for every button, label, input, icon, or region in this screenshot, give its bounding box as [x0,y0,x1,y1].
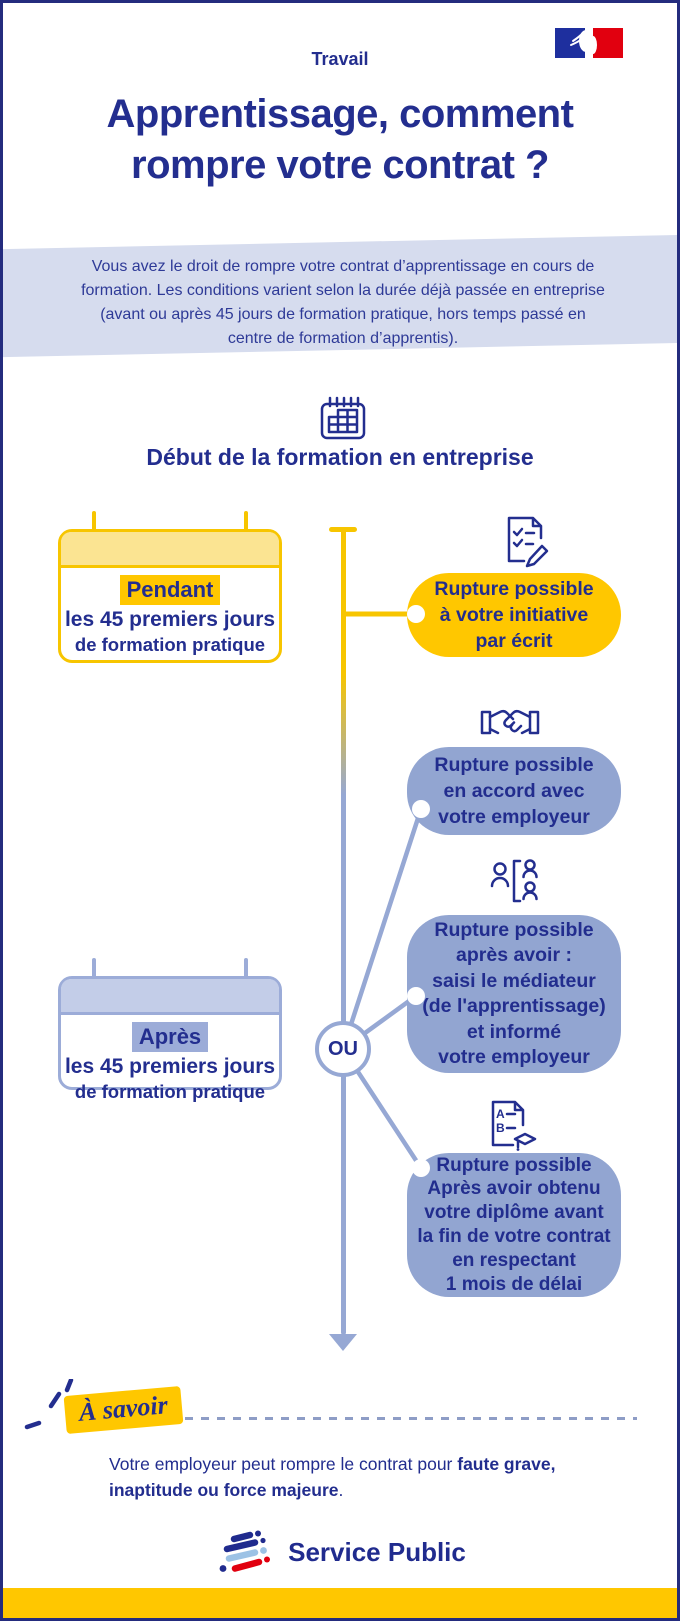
card-header [61,979,279,1015]
checklist-pen-icon [507,516,549,568]
bubble-text-line: votre diplôme avant [424,1202,604,1224]
bubble-text-line: après avoir : [456,944,572,966]
bubble-text-line: (de l'apprentissage) [422,995,606,1017]
service-public-logo: Service Public [3,1523,677,1581]
connector-dot [412,800,430,818]
bubble-text-line: par écrit [475,630,553,652]
bubble-text-line: à votre initiative [439,604,589,626]
card-header [61,532,279,568]
card-highlight: Après [131,1022,209,1052]
dashed-divider [185,1417,637,1420]
mediator-icon [490,859,538,903]
service-public-icon [219,1530,271,1572]
card-text-line: de formation pratique [74,1081,266,1102]
diploma-icon: A B [491,1100,537,1151]
page-title: Apprentissage, comment rompre votre cont… [3,89,677,191]
france-flag-logo [555,28,623,58]
section-title: Début de la formation en entreprise [146,444,534,470]
timeline-line [341,529,346,1335]
bubble-text-line: Rupture possible [434,918,594,941]
card-text-line: les 45 premiers jours [64,1055,276,1078]
bubble-text-line: la fin de votre contrat [417,1226,611,1247]
bubble-text-line: en respectant [452,1249,576,1271]
note-text-normal: . [338,1480,344,1500]
connector-dot [407,987,425,1005]
note-text-bold: inaptitude ou force majeure [109,1480,339,1500]
connector-dot [412,1159,430,1177]
bubble-text-line: votre employeur [438,1046,590,1068]
bubble-text-line: Rupture possible [434,754,594,776]
a-savoir-badge: À savoir [63,1385,184,1435]
or-circle: OU [315,1021,371,1077]
bubble-text-line: en accord avec [443,780,585,802]
card-highlight: Pendant [119,575,221,605]
bubble-diploma: Rupture possible Après avoir obtenu votr… [407,1153,621,1297]
intro-text: Vous avez le droit de rompre votre contr… [81,258,605,347]
bubble-text-line: Après avoir obtenu [427,1178,601,1200]
handshake-icon [480,709,540,735]
note-text-bold: faute grave, [457,1454,556,1474]
sparkle-icon [24,1379,74,1430]
card-body: Après les 45 premiers jours de formation… [61,1015,279,1103]
calendar-card-pendant: Pendant les 45 premiers jours de formati… [58,529,282,663]
page-title-line2: rompre votre contrat ? [131,143,549,187]
page-title-line1: Apprentissage, comment [106,92,574,136]
note-text-normal: Votre employeur peut rompre le contrat p… [109,1454,458,1474]
calendar-icon [320,396,366,440]
bubble-initiative: Rupture possible à votre initiative par … [407,573,621,657]
card-body: Pendant les 45 premiers jours de formati… [61,568,279,656]
bubble-mediator: Rupture possible après avoir : saisi le … [407,915,621,1073]
connector-dot [407,605,425,623]
timeline-arrow-icon [329,1334,357,1351]
bubble-text-line: saisi le médiateur [432,969,596,992]
brand-name: Service Public [288,1536,466,1567]
calendar-card-apres: Après les 45 premiers jours de formation… [58,976,282,1102]
bubble-text-line: et informé [466,1020,562,1043]
card-text-line: les 45 premiers jours [64,608,276,631]
bubble-text-line: Rupture possible [434,578,594,600]
bubble-text-line: Rupture possible [436,1154,592,1176]
bottom-accent-band [3,1588,677,1618]
bubble-text-line: 1 mois de délai [445,1273,583,1295]
category-label: Travail [311,49,369,69]
note-text: Votre employeur peut rompre le contrat p… [109,1451,649,1503]
svg-text:B: B [496,1121,505,1135]
bubble-text-line: votre employeur [438,806,590,828]
bubble-agreement: Rupture possible en accord avec votre em… [407,747,621,835]
svg-text:A: A [496,1107,505,1121]
card-text-line: de formation pratique [74,634,266,655]
